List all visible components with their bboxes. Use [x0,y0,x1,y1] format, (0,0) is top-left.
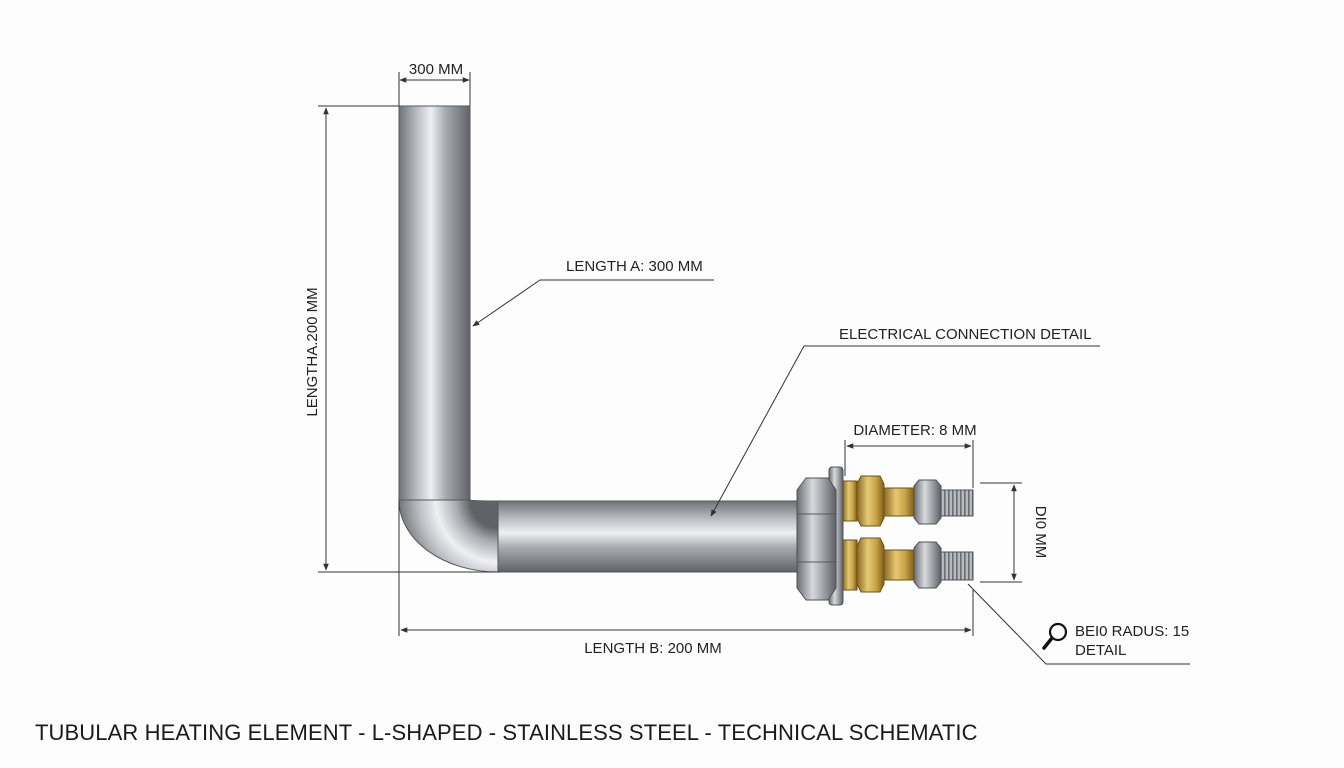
terminal-upper [842,475,974,527]
dim-top-width [398,72,471,106]
dim-terminal [980,482,1022,583]
magnifier-icon [1042,622,1068,650]
hex-nut [796,477,837,601]
leader-electrical [710,345,1100,517]
diameter-label: DIAMETER: 8 MM [853,422,976,439]
bend-radius-label: BEI0 RADUS: 15 [1075,623,1189,640]
top-width-label: 300 MM [409,61,463,78]
dim-diameter [844,440,974,488]
length-a-label: LENGTH A: 300 MM [566,258,703,275]
tube-bend [398,499,499,573]
vertical-length-label: LENGTHA.200 MM [304,287,321,416]
leader-bend-detail [967,583,1190,665]
dim-vertical-length [318,105,500,573]
leader-length-a [472,279,714,327]
terminal-dim-label: DI0 MM [1032,506,1049,559]
electrical-label: ELECTRICAL CONNECTION DETAIL [839,326,1092,343]
tube-horizontal [497,500,801,573]
schematic-title: TUBULAR HEATING ELEMENT - L-SHAPED - STA… [35,720,978,745]
length-b-label: LENGTH B: 200 MM [584,640,722,657]
terminal-lower [842,537,974,593]
bend-detail-label: DETAIL [1075,642,1126,659]
tube-vertical [398,105,471,501]
dim-length-b [398,500,974,636]
